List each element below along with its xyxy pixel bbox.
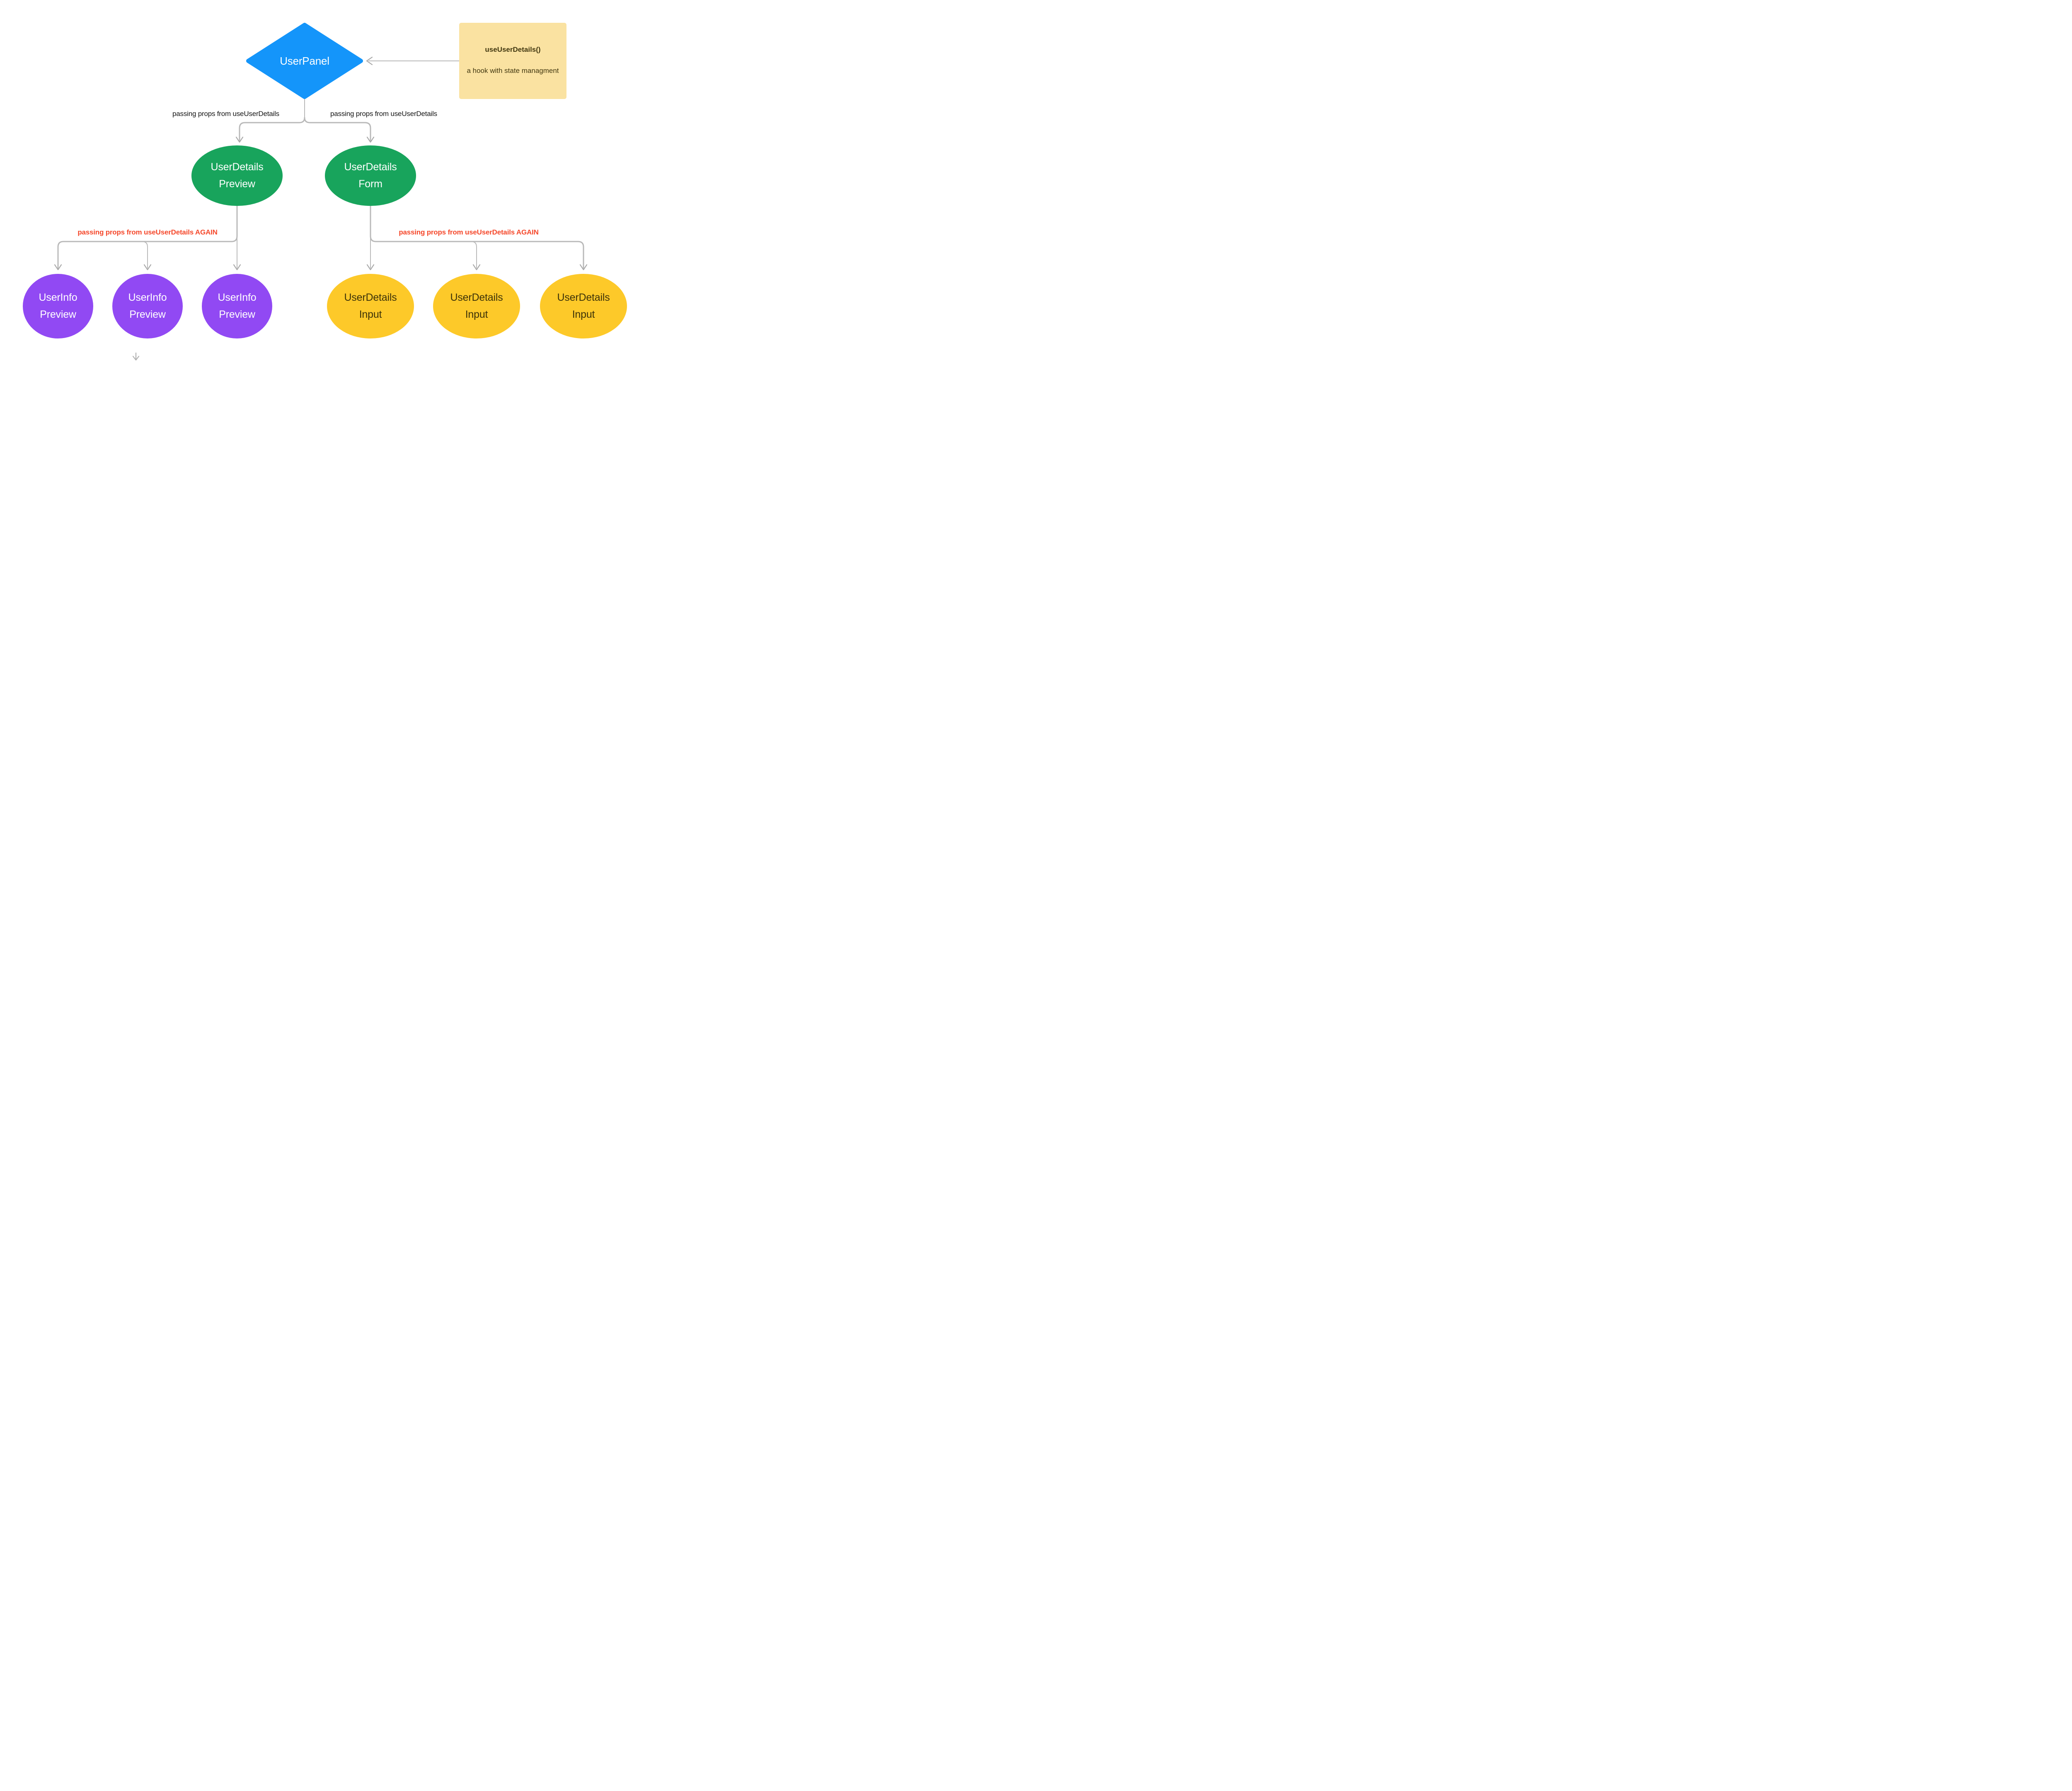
- edge-preview-branch-mid: [142, 241, 148, 268]
- label-passing-props-left[interactable]: passing props from useUserDetails: [172, 110, 279, 118]
- arrowhead-into-input-3: [579, 264, 588, 271]
- node-label-line2: Preview: [219, 309, 255, 320]
- node-label-line1: UserDetails: [344, 161, 397, 173]
- node-label-line2: Input: [359, 309, 382, 320]
- node-label-line2: Form: [358, 178, 382, 190]
- arrowhead-into-input-2: [472, 264, 481, 271]
- node-user-info-preview-3[interactable]: UserInfo Preview: [202, 274, 272, 338]
- note-title: useUserDetails(): [485, 46, 541, 53]
- arrowhead-into-userpanel: [366, 56, 373, 65]
- node-user-details-input-1[interactable]: UserDetails Input: [327, 274, 414, 338]
- label-passing-again-left[interactable]: passing props from useUserDetails AGAIN: [77, 228, 218, 236]
- node-user-details-input-2[interactable]: UserDetails Input: [433, 274, 520, 338]
- node-label-line2: Preview: [219, 178, 255, 190]
- node-label-line1: UserDetails: [557, 292, 610, 303]
- node-label-line1: UserDetails: [211, 161, 264, 173]
- node-user-details-form[interactable]: UserDetails Form: [325, 145, 416, 206]
- node-label-line1: UserDetails: [450, 292, 503, 303]
- note-use-user-details[interactable]: useUserDetails() a hook with state manag…: [459, 23, 566, 99]
- diamond-shape: [246, 23, 363, 99]
- node-label-line1: UserInfo: [128, 292, 167, 303]
- node-user-details-input-3[interactable]: UserDetails Input: [540, 274, 627, 338]
- note-subtitle: a hook with state managment: [467, 67, 559, 75]
- label-passing-props-right[interactable]: passing props from useUserDetails: [330, 110, 437, 118]
- user-panel-label: UserPanel: [280, 54, 329, 67]
- node-user-details-preview[interactable]: UserDetails Preview: [191, 145, 283, 206]
- node-label-line2: Input: [465, 309, 488, 320]
- arrowhead-into-form: [366, 136, 375, 143]
- edge-userpanel-to-form: [304, 117, 371, 141]
- edge-form-branch-right: [370, 205, 584, 269]
- arrowhead-into-preview: [235, 136, 244, 143]
- node-label-line1: UserDetails: [344, 292, 397, 303]
- label-passing-again-right[interactable]: passing props from useUserDetails AGAIN: [399, 228, 539, 236]
- node-user-info-preview-2[interactable]: UserInfo Preview: [112, 274, 183, 338]
- stray-down-arrow[interactable]: [132, 352, 140, 361]
- arrowhead-into-userinfo-2: [143, 264, 152, 271]
- arrowhead-into-userinfo-3: [233, 264, 241, 271]
- node-label-line2: Preview: [40, 309, 76, 320]
- node-label-line1: UserInfo: [218, 292, 257, 303]
- node-label-line2: Preview: [129, 309, 166, 320]
- node-label-line1: UserInfo: [39, 292, 77, 303]
- node-user-panel[interactable]: UserPanel: [246, 22, 363, 99]
- connector-layer: [54, 56, 588, 361]
- edge-userpanel-to-preview: [239, 117, 305, 141]
- arrowhead-into-input-1: [366, 264, 375, 271]
- edge-preview-branch-left: [57, 205, 238, 269]
- node-label-line2: Input: [572, 309, 595, 320]
- diagram-canvas: UserPanel useUserDetails() a hook with s…: [0, 0, 650, 383]
- edge-form-branch-mid: [471, 241, 477, 268]
- arrowhead-into-userinfo-1: [54, 264, 62, 271]
- node-user-info-preview-1[interactable]: UserInfo Preview: [23, 274, 93, 338]
